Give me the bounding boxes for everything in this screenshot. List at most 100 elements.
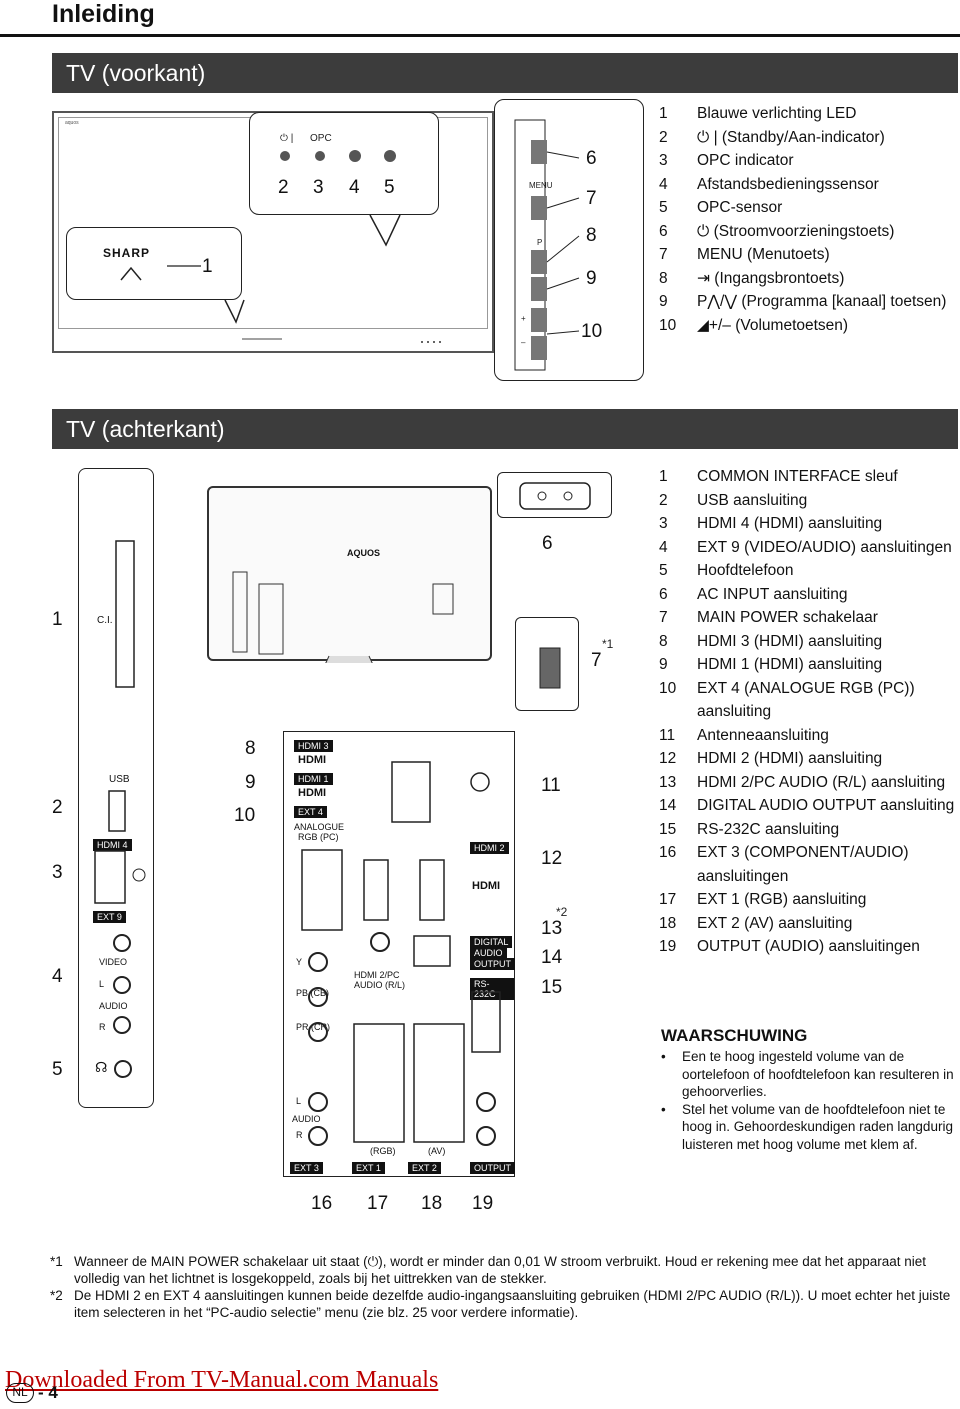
side-buttons-callout: MENU P + – 6 7 8 9 10 bbox=[494, 99, 644, 381]
list-item-text: P⋀/⋁ (Programma [kanaal] toetsen) bbox=[697, 293, 947, 310]
digital-audio-label: AUDIO bbox=[470, 947, 507, 959]
audio-label: AUDIO bbox=[99, 1001, 128, 1011]
footnote-mark-2: *2 bbox=[556, 905, 568, 919]
front-num-6: 6 bbox=[586, 148, 597, 169]
back-num-9: 9 bbox=[245, 772, 256, 793]
list-item-text: EXT 1 (RGB) aansluiting bbox=[697, 891, 867, 908]
list-item: 15 RS-232C aansluiting bbox=[659, 818, 959, 842]
standby-label: ⏻ | bbox=[280, 133, 294, 144]
back-num-17: 17 bbox=[367, 1193, 389, 1214]
back-num-3: 3 bbox=[52, 862, 63, 883]
front-num-4: 4 bbox=[349, 177, 360, 198]
download-link[interactable]: Downloaded From TV-Manual.com Manuals bbox=[5, 1367, 439, 1393]
back-num-13: 13 bbox=[541, 918, 563, 939]
front-num-5: 5 bbox=[384, 177, 395, 198]
footnote-mark-1: *1 bbox=[602, 637, 614, 651]
title-rule bbox=[0, 34, 960, 37]
headphone-icon: ☊ bbox=[95, 1059, 108, 1075]
list-item-number: 13 bbox=[659, 773, 677, 791]
ext3-l-label: L bbox=[296, 1096, 302, 1106]
front-num-7: 7 bbox=[586, 188, 597, 209]
list-item-number: 8 bbox=[659, 269, 668, 287]
list-item-number: 3 bbox=[659, 152, 668, 169]
list-item-number: 15 bbox=[659, 820, 677, 838]
hdmi-logo-2: HDMI bbox=[298, 787, 327, 799]
side-connectors bbox=[94, 540, 146, 1078]
list-item-number: 9 bbox=[659, 293, 668, 310]
list-item: 6⏻ (Stroomvoorzieningstoets) bbox=[659, 220, 959, 244]
list-item-text: ⏻ (Stroomvoorzieningstoets) bbox=[697, 222, 895, 240]
hdmi4-label: HDMI 4 bbox=[93, 839, 132, 851]
list-item-text: ⏻ | (Standby/Aan-indicator) bbox=[697, 128, 885, 146]
list-item-text: ⇥ (Ingangsbrontoets) bbox=[697, 269, 845, 287]
connector-panel: HDMI 3 HDMI HDMI 1 HDMI EXT 4 ANALOGUE R… bbox=[283, 731, 515, 1177]
warning-list: •Een te hoog ingesteld volume van de oor… bbox=[661, 1048, 958, 1154]
warning-item: •Een te hoog ingesteld volume van de oor… bbox=[661, 1049, 954, 1100]
front-num-9: 9 bbox=[586, 268, 597, 289]
list-item: 3 OPC indicator bbox=[659, 149, 959, 173]
page-title: Inleiding bbox=[52, 0, 155, 28]
list-item-text: HDMI 2/PC AUDIO (R/L) aansluiting bbox=[697, 773, 946, 791]
sharp-brand: SHARP bbox=[103, 246, 151, 260]
side-connector-strip: C.I. USB HDMI 4 EXT 9 VIDEO L AUDIO R ☊ bbox=[78, 468, 154, 1108]
hdmi1-label: HDMI 1 bbox=[294, 773, 333, 785]
back-num-7: 7 bbox=[591, 650, 602, 671]
output-label: OUTPUT bbox=[470, 1162, 515, 1174]
analogue-label: ANALOGUE bbox=[294, 822, 345, 832]
list-item-number: 10 bbox=[659, 679, 677, 697]
back-num-1: 1 bbox=[52, 609, 63, 630]
front-num-10: 10 bbox=[581, 321, 603, 342]
back-num-6: 6 bbox=[542, 533, 553, 554]
back-num-2: 2 bbox=[52, 797, 63, 818]
list-item-number: 19 bbox=[659, 938, 677, 955]
list-item-number: 2 bbox=[659, 491, 668, 509]
digital-output-label: OUTPUT bbox=[470, 958, 515, 970]
list-item-text: MAIN POWER schakelaar bbox=[697, 609, 878, 626]
list-item-text: HDMI 1 (HDMI) aansluiting bbox=[697, 656, 883, 673]
hdmi-logo-3: HDMI bbox=[472, 880, 501, 892]
list-item-number: 11 bbox=[659, 726, 676, 744]
tv-back-diagram: AQUOS bbox=[207, 486, 492, 663]
front-num-3: 3 bbox=[313, 177, 324, 198]
pb-label: PB (CB) bbox=[296, 988, 330, 998]
section-bar-back: TV (achterkant) bbox=[52, 409, 958, 449]
list-item-number: 4 bbox=[659, 175, 668, 193]
list-item-text: Hoofdtelefoon bbox=[697, 562, 794, 579]
hdmi2-label: HDMI 2 bbox=[470, 842, 509, 854]
section-bar-front: TV (voorkant) bbox=[52, 53, 958, 93]
ext2-label: EXT 2 bbox=[408, 1162, 441, 1174]
list-item-text: EXT 4 (ANALOGUE RGB (PC)) aansluiting bbox=[697, 679, 915, 721]
usb-label: USB bbox=[109, 774, 130, 785]
hdmi3-label: HDMI 3 bbox=[294, 740, 333, 752]
list-item-text: RS-232C aansluiting bbox=[697, 820, 840, 838]
list-item-text: OPC indicator bbox=[697, 152, 794, 169]
list-item-number: 4 bbox=[659, 538, 668, 556]
list-item: 8 ⇥ (Ingangsbrontoets) bbox=[659, 267, 959, 291]
back-num-12: 12 bbox=[541, 848, 563, 869]
list-item-text: COMMON INTERFACE sleuf bbox=[697, 468, 898, 485]
p-label: P bbox=[537, 238, 543, 247]
menu-label: MENU bbox=[529, 181, 553, 190]
front-num-8: 8 bbox=[586, 225, 597, 246]
list-item-text: Blauwe verlichting LED bbox=[697, 105, 857, 122]
side-buttons-diagram bbox=[514, 119, 580, 371]
back-num-15: 15 bbox=[541, 977, 563, 998]
ext9-label: EXT 9 bbox=[93, 911, 126, 923]
